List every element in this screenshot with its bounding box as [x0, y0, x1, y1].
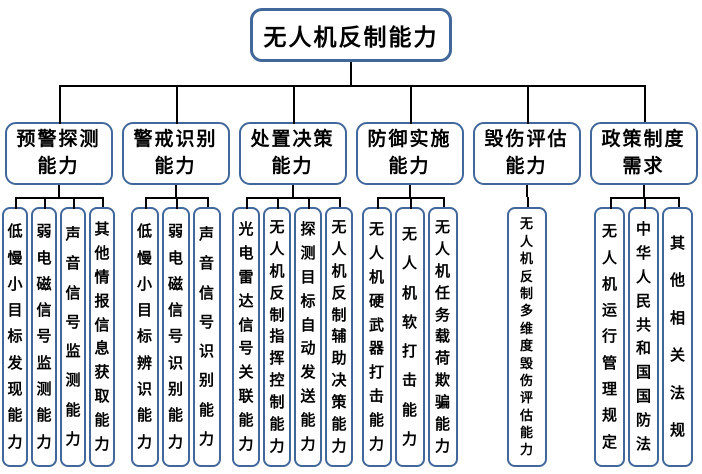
leaf-wrapper: 无人机运行管理规定 — [593, 197, 629, 467]
group-connector-line — [525, 185, 528, 197]
children-row: 无人机反制多维度毁伤评估能力 — [505, 197, 548, 467]
leaf-wrapper: 其他相关法规 — [660, 197, 695, 467]
leaf-wrapper: 无人机任务载荷欺骗能力 — [426, 197, 459, 467]
level2-node: 警戒识别能力 — [121, 122, 230, 185]
leaf-node: 低慢小目标发现能力 — [2, 207, 28, 467]
level2-node: 毁伤评估能力 — [472, 122, 581, 185]
leaf-wrapper: 探测目标自动发送能力 — [292, 197, 326, 467]
children-row: 低慢小目标辨识能力 弱电磁信号识别能力 声音信号识别能力 — [129, 197, 222, 467]
leaf-node: 声音信号识别能力 — [192, 207, 221, 467]
children-row: 光电雷达信号关联能力 无人机反制指挥控制能力 探测目标自动发送能力 无人机反制辅… — [231, 197, 355, 467]
leaf-node: 弱电磁信号监测能力 — [31, 207, 57, 467]
leaf-node: 无人机反制多维度毁伤评估能力 — [506, 207, 547, 467]
level2-node: 处置决策能力 — [238, 122, 347, 185]
leaf-wrapper: 低慢小目标发现能力 — [1, 197, 32, 467]
level2-node: 防御实施能力 — [355, 122, 464, 185]
children-row: 低慢小目标发现能力 弱电磁信号监测能力 声音信号监测能力 其他情报信息获取能力 — [1, 197, 117, 467]
group-disposal-decision: 处置决策能力 光电雷达信号关联能力 无人机反制指挥控制能力 探测目标自动发送能力… — [232, 85, 353, 467]
leaf-node: 其他情报信息获取能力 — [89, 207, 115, 467]
level2-node: 预警探测能力 — [4, 122, 113, 185]
group-connector-line — [408, 185, 411, 197]
leaf-wrapper: 其他情报信息获取能力 — [87, 197, 117, 467]
leaf-wrapper: 声音信号识别能力 — [191, 197, 222, 467]
group-connector-line — [174, 185, 177, 197]
group-policy-requirements: 政策制度需求 无人机运行管理规定 中华人民共和国国防法 其他相关法规 — [585, 85, 702, 467]
children-row: 无人机硬武器打击能力 无人机软打击能力 无人机任务载荷欺骗能力 — [360, 197, 459, 467]
children-row: 无人机运行管理规定 中华人民共和国国防法 其他相关法规 — [593, 197, 695, 467]
group-defense-implementation: 防御实施能力 无人机硬武器打击能力 无人机软打击能力 无人机任务载荷欺骗能力 — [351, 85, 470, 467]
root-node: 无人机反制能力 — [250, 8, 452, 62]
leaf-node: 其他相关法规 — [662, 207, 693, 467]
leaf-node: 探测目标自动发送能力 — [294, 207, 322, 467]
leaf-node: 低慢小目标辨识能力 — [130, 207, 159, 467]
leaf-wrapper: 弱电磁信号监测能力 — [29, 197, 61, 467]
group-damage-assessment: 毁伤评估能力 无人机反制多维度毁伤评估能力 — [468, 85, 587, 467]
leaf-node: 无人机反制指挥控制能力 — [263, 207, 291, 467]
leaf-wrapper: 无人机反制辅助决策能力 — [323, 197, 355, 467]
leaf-node: 弱电磁信号识别能力 — [161, 207, 190, 467]
leaf-wrapper: 中华人民共和国国防法 — [626, 197, 663, 467]
leaf-wrapper: 无人机软打击能力 — [393, 197, 428, 467]
level2-row: 预警探测能力 低慢小目标发现能力 弱电磁信号监测能力 声音信号监测能力 其他情报… — [0, 85, 702, 467]
leaf-wrapper: 弱电磁信号识别能力 — [160, 197, 193, 467]
leaf-node: 无人机反制辅助决策能力 — [325, 207, 353, 467]
leaf-node: 无人机运行管理规定 — [594, 207, 625, 467]
leaf-node: 无人机硬武器打击能力 — [361, 207, 392, 467]
root-row: 无人机反制能力 — [0, 0, 702, 62]
leaf-node: 声音信号监测能力 — [60, 207, 86, 467]
group-connector-line — [291, 185, 294, 197]
leaf-wrapper: 无人机硬武器打击能力 — [360, 197, 395, 467]
leaf-wrapper: 声音信号监测能力 — [58, 197, 90, 467]
root-connector-line — [350, 62, 352, 85]
level2-node: 政策制度需求 — [589, 122, 698, 185]
leaf-wrapper: 低慢小目标辨识能力 — [129, 197, 162, 467]
group-early-warning-detection: 预警探测能力 低慢小目标发现能力 弱电磁信号监测能力 声音信号监测能力 其他情报… — [0, 85, 119, 467]
group-connector-line — [642, 185, 645, 197]
leaf-node: 光电雷达信号关联能力 — [232, 207, 260, 467]
leaf-wrapper: 无人机反制指挥控制能力 — [261, 197, 295, 467]
leaf-wrapper: 无人机反制多维度毁伤评估能力 — [505, 197, 548, 467]
leaf-node: 无人机软打击能力 — [394, 207, 425, 467]
group-connector-line — [57, 185, 60, 197]
leaf-node: 中华人民共和国国防法 — [628, 207, 659, 467]
group-alert-identification: 警戒识别能力 低慢小目标辨识能力 弱电磁信号识别能力 声音信号识别能力 — [117, 85, 236, 467]
leaf-wrapper: 光电雷达信号关联能力 — [231, 197, 264, 467]
leaf-node: 无人机任务载荷欺骗能力 — [427, 207, 458, 467]
